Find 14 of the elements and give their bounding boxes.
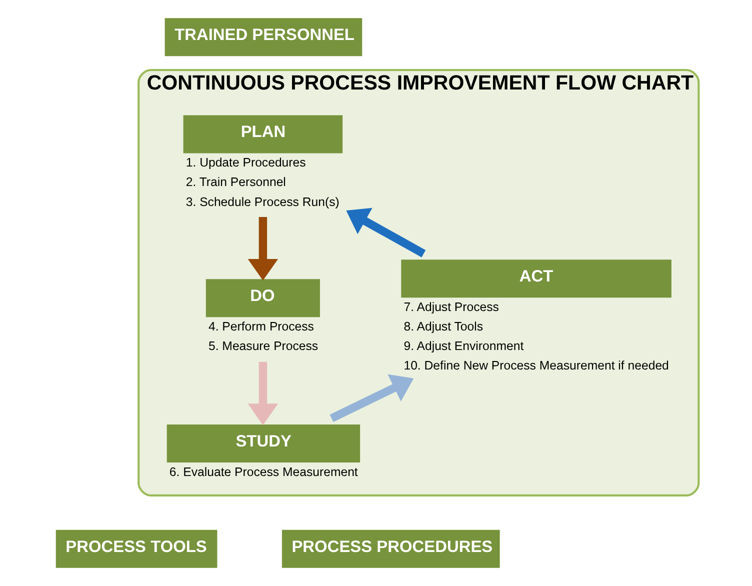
node-label: 5. Measure Process <box>208 339 318 354</box>
node-label: 7. Adjust Process <box>403 300 498 314</box>
node-label: 4. Perform Process <box>208 320 314 334</box>
node-label: 6. Evaluate Process Measurement <box>168 465 358 480</box>
node-label: 9. Adjust Environment <box>403 339 524 354</box>
arrow <box>247 362 278 426</box>
arrow <box>247 216 278 281</box>
node-label: 2. Train Personnel <box>185 175 286 190</box>
node-label: 1. Update Procedures <box>185 156 306 170</box>
node-label: 8. Adjust Tools <box>403 320 483 334</box>
node-label: 10. Define New Process Measurement if needed <box>403 358 668 373</box>
arrow <box>346 208 426 258</box>
node-label: 3. Schedule Process Run(s) <box>185 194 339 209</box>
arrow <box>329 374 414 422</box>
